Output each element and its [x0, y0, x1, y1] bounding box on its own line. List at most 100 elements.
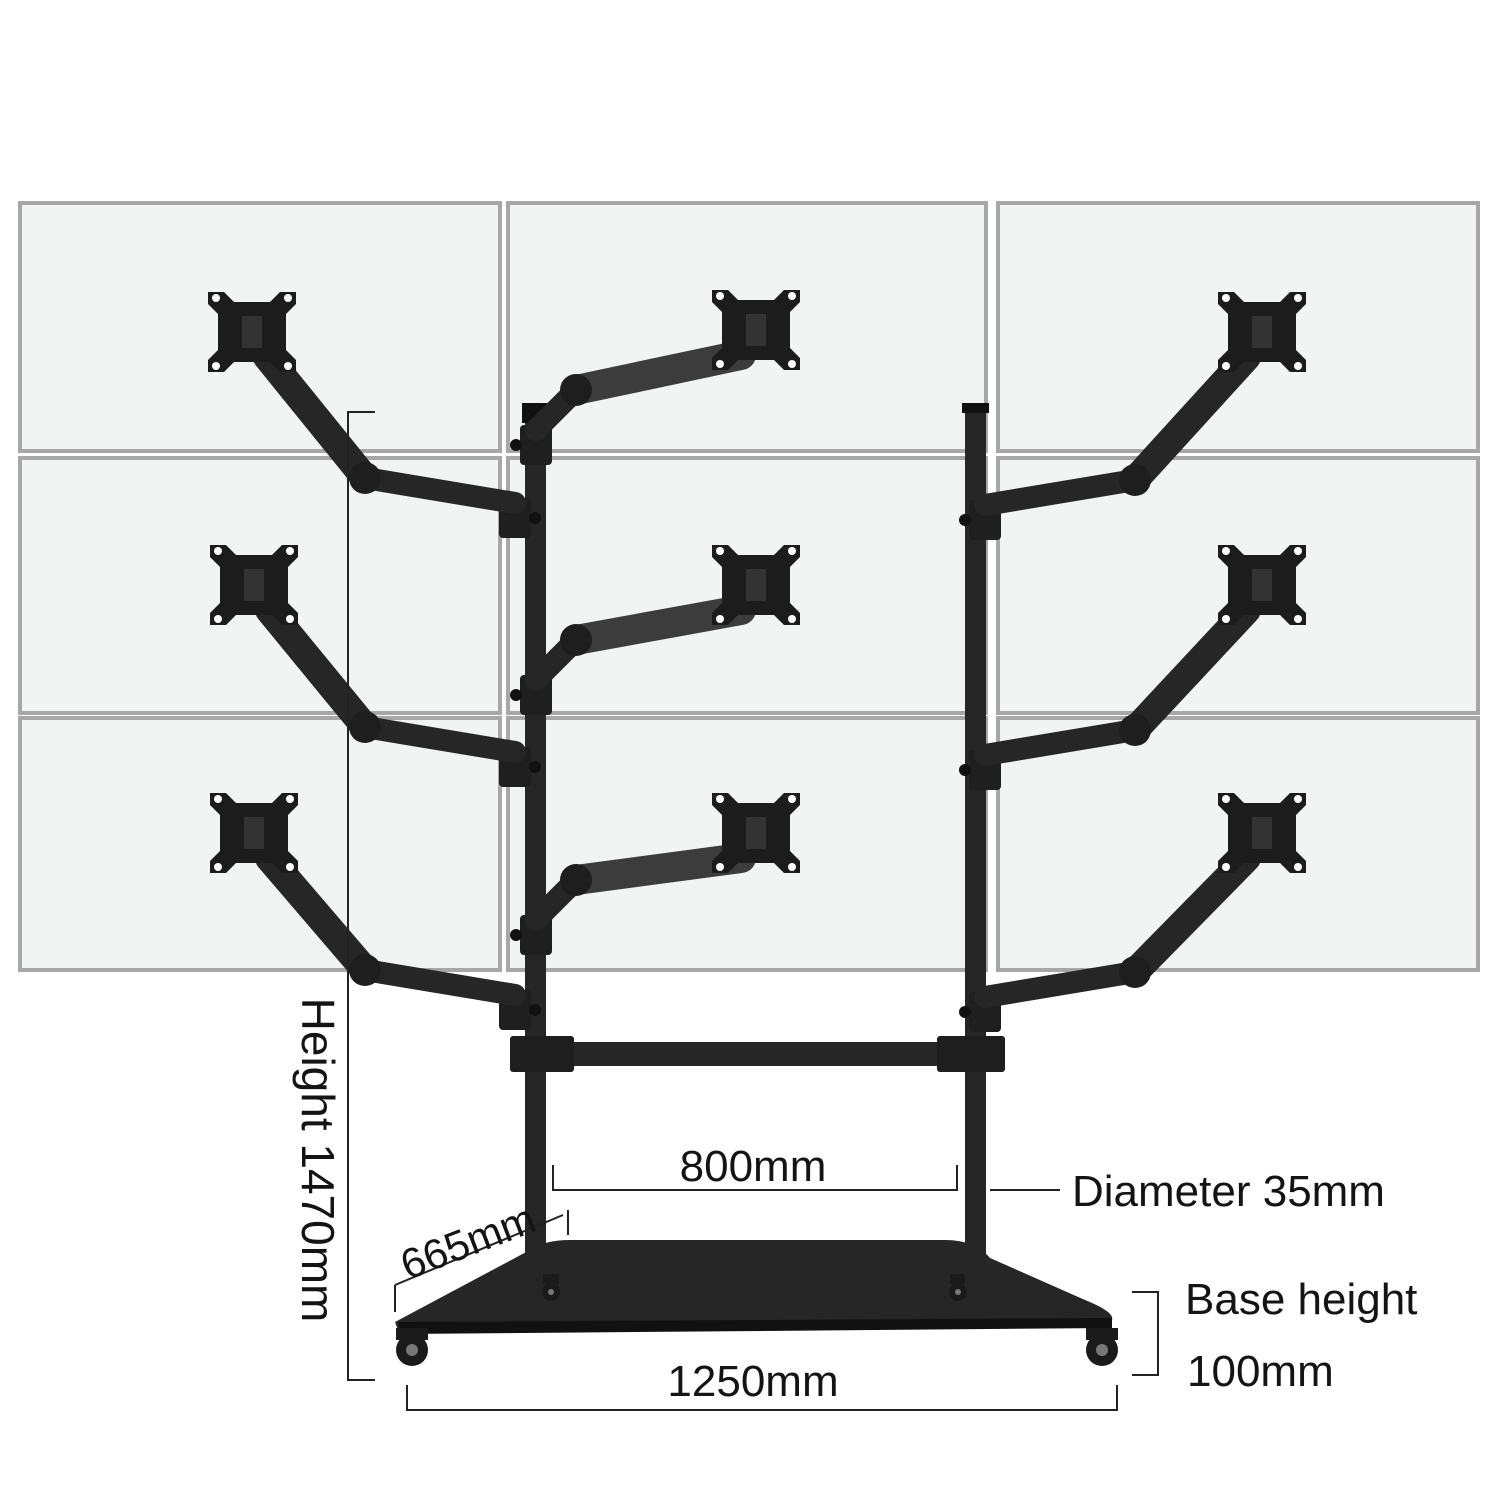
vesa-plate — [1218, 292, 1306, 372]
collar-knob — [959, 764, 971, 776]
base-plate — [395, 1240, 1118, 1366]
arm-elbow — [349, 954, 381, 986]
height-bracket — [347, 411, 375, 1381]
vesa-hole — [788, 360, 796, 368]
vesa-hole — [788, 615, 796, 623]
vesa-hole — [1222, 362, 1230, 370]
vesa-hole — [214, 615, 222, 623]
vesa-tilt-joint — [1252, 316, 1272, 348]
vesa-hole — [716, 547, 724, 555]
vesa-hole — [1222, 615, 1230, 623]
caster-hub — [406, 1344, 418, 1356]
arm-lower-link — [974, 469, 1146, 516]
base-height-value: 100mm — [1187, 1347, 1334, 1396]
base-width-label: 1250mm — [667, 1357, 839, 1406]
monitor-arm — [208, 292, 541, 538]
vesa-hole — [1294, 795, 1302, 803]
vesa-hole — [286, 615, 294, 623]
arm-elbow — [560, 624, 592, 656]
vesa-tilt-joint — [1252, 569, 1272, 601]
vesa-hole — [1294, 294, 1302, 302]
collar-knob — [510, 439, 522, 451]
arm-elbow — [560, 374, 592, 406]
collar-knob — [959, 1006, 971, 1018]
vesa-hole — [212, 294, 220, 302]
collar-knob — [959, 514, 971, 526]
vesa-hole — [284, 362, 292, 370]
caster-hub — [1096, 1344, 1108, 1356]
vesa-plate — [712, 545, 800, 625]
vesa-tilt-joint — [244, 817, 264, 849]
vesa-hole — [1222, 547, 1230, 555]
vesa-tilt-joint — [746, 314, 766, 346]
vesa-hole — [716, 863, 724, 871]
height-dimension-label: Height 1470mm — [292, 997, 344, 1323]
right-pole-cap — [962, 403, 989, 413]
vesa-hole — [286, 795, 294, 803]
vesa-tilt-joint — [746, 569, 766, 601]
monitor-arm — [959, 292, 1306, 540]
screen-wall — [18, 201, 1480, 972]
vesa-hole — [716, 615, 724, 623]
depth-line — [394, 1214, 564, 1286]
caster-mount — [950, 1274, 966, 1284]
collar-knob — [529, 1004, 541, 1016]
caster-hub — [548, 1289, 554, 1295]
vesa-plate — [210, 793, 298, 873]
arm-upper-link — [1121, 844, 1261, 986]
vesa-hole — [716, 292, 724, 300]
collar-knob — [510, 929, 522, 941]
collar-knob — [510, 689, 522, 701]
base-plate-edge — [398, 1318, 1112, 1334]
vesa-tilt-joint — [1252, 817, 1272, 849]
vesa-hole — [788, 547, 796, 555]
vesa-hole — [788, 795, 796, 803]
pole-spacing-bracket — [552, 1165, 958, 1191]
vesa-plate — [208, 292, 296, 372]
arm-elbow — [1119, 714, 1151, 746]
monitor-arm — [510, 545, 800, 715]
arm-upper-link — [1121, 596, 1261, 744]
vesa-hole — [214, 547, 222, 555]
vesa-hole — [788, 292, 796, 300]
width-bracket — [406, 1385, 1118, 1411]
crossbar-beam — [555, 1042, 955, 1066]
vesa-hole — [286, 863, 294, 871]
dimension-lines — [347, 411, 1159, 1411]
vesa-plate — [712, 290, 800, 370]
vesa-hole — [716, 795, 724, 803]
arm-lower-link — [354, 959, 526, 1006]
arm-lower-link — [354, 716, 526, 763]
vesa-hole — [214, 795, 222, 803]
pole-diameter-label: Diameter 35mm — [1072, 1167, 1385, 1216]
base-height-label: Base height — [1185, 1275, 1418, 1324]
vesa-hole — [284, 294, 292, 302]
pole-spacing-label: 800mm — [679, 1142, 827, 1191]
crossbar — [510, 1036, 1005, 1072]
vesa-hole — [214, 863, 222, 871]
crossbar-clamp-right — [937, 1036, 1005, 1072]
vesa-hole — [788, 863, 796, 871]
vesa-hole — [1294, 362, 1302, 370]
arm-upper-link — [1121, 343, 1261, 494]
arms — [208, 290, 1306, 1032]
vesa-hole — [286, 547, 294, 555]
monitor-screen — [506, 716, 988, 972]
collar-knob — [529, 761, 541, 773]
vesa-hole — [1222, 863, 1230, 871]
vesa-plate — [712, 793, 800, 873]
vesa-hole — [1222, 795, 1230, 803]
crossbar-clamp-left — [510, 1036, 574, 1072]
arm-elbow — [1119, 956, 1151, 988]
collar-knob — [529, 512, 541, 524]
vesa-hole — [1222, 294, 1230, 302]
caster-mount — [543, 1274, 559, 1284]
vesa-hole — [1294, 615, 1302, 623]
vesa-plate — [1218, 545, 1306, 625]
monitor-arm — [959, 793, 1306, 1032]
monitor-arm — [510, 793, 800, 955]
arm-elbow — [560, 864, 592, 896]
arm-lower-link — [974, 961, 1146, 1008]
